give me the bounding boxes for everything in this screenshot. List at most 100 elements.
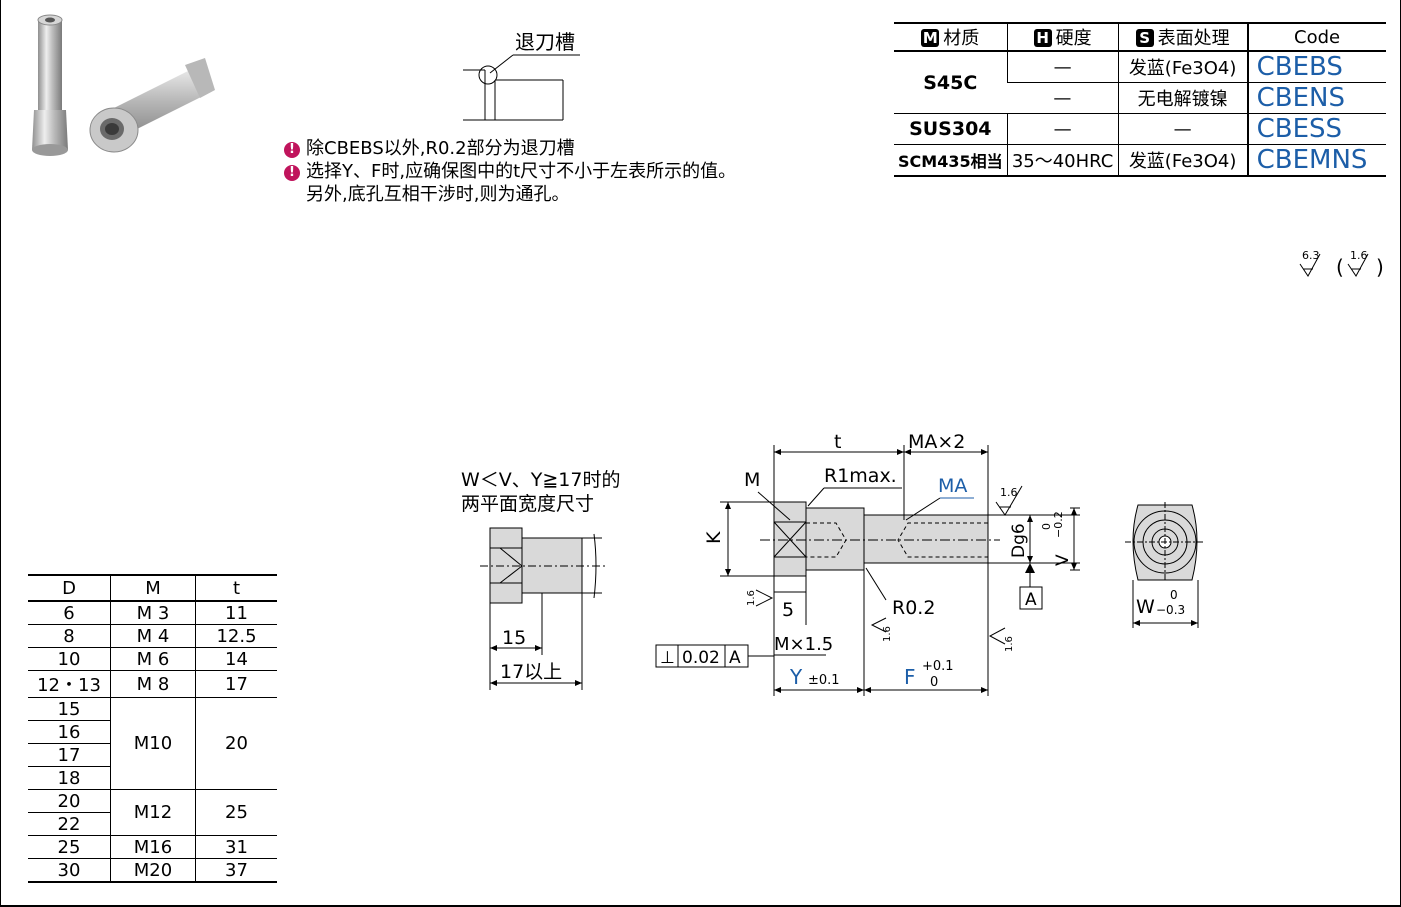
table-cell: — [1006,51,1119,83]
table-cell: 18 [28,766,111,790]
drawing-label: −0.3 [1156,603,1185,617]
table-cell: M 6 [110,647,196,671]
table-cell: SCM435相当 [894,144,1008,177]
table-cell: 25 [28,835,111,859]
drawing-label: K [703,531,725,544]
drawing-label: 0.02 [682,648,720,668]
table-cell: 31 [195,835,277,859]
table-cell: M20 [110,858,196,883]
drawing-label: V [1053,554,1073,566]
table-cell: 8 [28,624,111,648]
warning-icon: ! [284,165,300,181]
table-cell: M 4 [110,624,196,648]
product-photo [32,14,215,156]
warning-icon: ! [284,142,300,158]
table-cell: 37 [195,858,277,883]
hardness-badge-icon: H [1033,29,1052,47]
drawing-label: ) [1376,255,1384,279]
table-row: 17 [28,743,277,767]
table-row: SUS304 — — CBESS [894,113,1386,145]
drawing-label: R1max. [824,465,897,487]
table-cell: 22 [28,812,111,836]
table-cell: 25 [195,789,277,836]
drawing-label: 5 [782,599,794,621]
table-cell: 17 [28,743,111,767]
table-cell: — [1007,82,1119,114]
table-cell: 15 [28,697,111,721]
table-row: 22 [28,812,277,836]
table-cell: M 3 [110,601,196,625]
drawing-label: 1.6 [746,590,757,606]
table-cell: 35～40HRC [1006,144,1119,177]
drawing-label: 6.3 [1302,249,1320,262]
flat-width-note: W＜V、Y≧17时的两平面宽度尺寸 [461,469,621,515]
code-cell: CBEBS [1246,51,1386,83]
drawing-label: F [904,665,916,689]
table-row: — 无电解镀镍 CBENS [894,82,1386,114]
drawing-label: 15 [502,627,526,649]
table-cell: M [110,574,196,602]
table-cell: SUS304 [894,113,1008,145]
table-cell: Code [1246,22,1386,52]
relief-groove-sketch: 退刀槽 [463,30,580,121]
table-cell: t [195,574,277,602]
code-cell: CBESS [1246,113,1386,145]
table-cell: 发蓝(Fe3O4) [1117,51,1248,83]
table-cell: 6 [28,601,111,625]
drawing-label: Y [789,665,803,689]
end-view-drawing: W 0 −0.3 [1125,502,1205,628]
table-cell: 20 [195,697,277,790]
table-cell: M16 [110,835,196,859]
drawing-label: +0.1 [922,659,954,674]
table-cell: 16 [28,720,111,744]
table-cell: D [28,574,111,602]
drawing-label: 1.6 [1000,486,1018,499]
drawing-label: ( [1336,255,1344,279]
table-cell: 30 [28,858,111,883]
drawing-label: M×1.5 [774,634,833,655]
drawing-label: MA×2 [908,431,965,453]
drawing-label: 1.6 [1350,249,1368,262]
main-dimension-drawing: t MA×2 M R1max. MA 1.6 K Dg6 V 0 −0.2 A … [655,431,1080,696]
drawing-label: MA [938,475,967,497]
table-row: 16 [28,720,277,744]
table-cell: S45C [894,51,1008,114]
drawing-label: A [729,648,741,668]
drawing-label: A [1025,590,1037,610]
drawing-label: Dg6 [1009,523,1029,558]
table-row: S45C — 发蓝(Fe3O4) CBEBS [894,51,1386,114]
note-3: 另外,底孔互相干涉时,则为通孔。 [306,184,570,205]
note-1: !除CBEBS以外,R0.2部分为退刀槽 [284,138,575,160]
surface-roughness-symbol: 6.3 ( 1.6 ) [1299,249,1384,279]
table-cell: — [1117,113,1248,145]
drawing-label: 1.6 [1004,636,1015,652]
drawing-label: M [744,469,760,491]
table-cell: 11 [195,601,277,625]
table-cell: 发蓝(Fe3O4) [1117,144,1248,177]
drawing-label: ±0.1 [808,673,840,688]
drawing-label: R0.2 [892,597,935,619]
code-cell: CBEMNS [1246,144,1386,177]
drawing-label: 1.6 [882,626,893,642]
table-cell: 10 [28,647,111,671]
table-cell: 无电解镀镍 [1117,82,1248,114]
table-cell: 12・13 [28,670,111,698]
drawing-label: 17以上 [500,661,562,683]
code-cell: CBENS [1246,82,1386,114]
table-cell: 20 [28,789,111,813]
dim-table-header: D M t [28,574,277,602]
drawing-label: t [834,431,841,453]
